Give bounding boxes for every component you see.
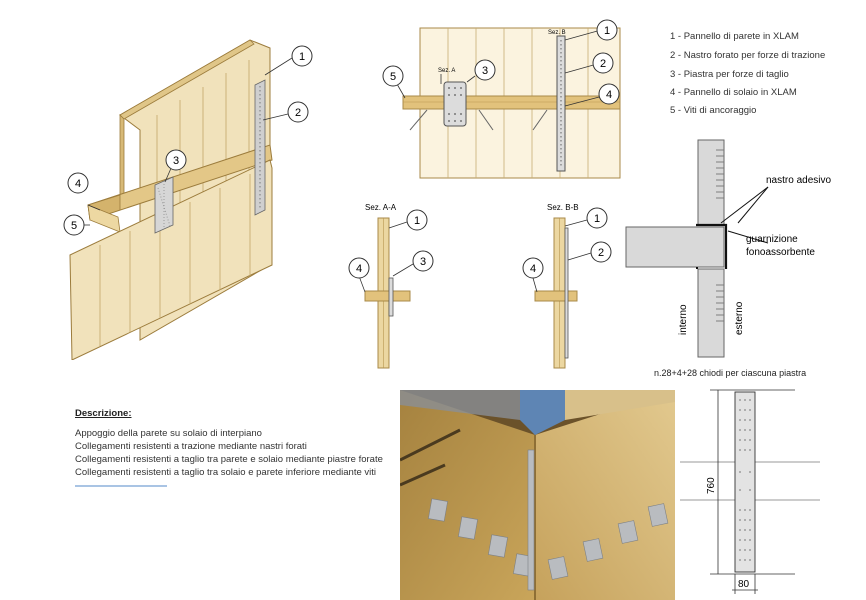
callout-number: 1	[594, 213, 600, 225]
perforated-tension-tape	[254, 79, 266, 216]
sec-aa-callout-3: 3	[412, 250, 434, 272]
callout-number: 5	[390, 71, 396, 83]
plate-width-dimension: 80	[738, 579, 750, 590]
faded-link-line	[75, 485, 167, 487]
legend-item-4: 4 - Pannello di solaio in XLAM	[670, 87, 797, 98]
floor-slab	[87, 144, 273, 233]
iso-callout-5: 5	[63, 214, 85, 236]
callout-number: 3	[420, 256, 426, 268]
lower-wall-panel	[69, 159, 273, 360]
description-line-4: Collegamenti resistenti a taglio tra sol…	[75, 467, 376, 478]
acoustic-joint-detail: nastro adesivo guarnizione fonoassorbent…	[625, 139, 831, 358]
section-bb-title: Sez. B-B	[547, 203, 579, 212]
label-adhesive-tape: nastro adesivo	[766, 175, 831, 186]
sec-bb-callout-2: 2	[590, 241, 612, 263]
description-line-2: Collegamenti resistenti a trazione media…	[75, 441, 307, 452]
legend-item-5: 5 - Viti di ancoraggio	[670, 105, 757, 116]
description-title: Descrizione:	[75, 408, 132, 419]
isometric-connection-drawing: 1 2 3 4 5	[63, 39, 313, 360]
plate-outline	[734, 391, 756, 573]
sec-bb-callout-4: 4	[522, 257, 544, 279]
iso-callout-3: 3	[165, 149, 187, 171]
section-bb-drawing: Sez. B-B 1 2 4	[522, 203, 612, 369]
callout-number: 1	[604, 25, 610, 37]
sec-aa-callout-1: 1	[406, 209, 428, 231]
elev-callout-1: 1	[596, 19, 618, 41]
elev-callout-2: 2	[592, 52, 614, 74]
legend-item-1: 1 - Pannello di parete in XLAM	[670, 31, 799, 42]
elev-callout-3: 3	[474, 59, 496, 81]
section-marker-b: Sez. B	[548, 30, 566, 36]
elev-callout-4: 4	[598, 83, 620, 105]
perforated-plate-drawing: 760 80	[680, 389, 820, 594]
callout-number: 4	[75, 178, 81, 190]
lower-wall-section	[697, 268, 725, 358]
callout-number: 4	[530, 263, 536, 275]
callout-number: 3	[173, 155, 179, 167]
section-aa-drawing: Sez. A-A 1 3 4	[348, 203, 434, 369]
callout-number: 4	[606, 89, 612, 101]
iso-callout-1: 1	[291, 45, 313, 67]
upper-wall-section	[697, 139, 725, 226]
callout-number: 4	[356, 263, 362, 275]
slab-section	[625, 226, 725, 268]
legend-item-2: 2 - Nastro forato per forze di trazione	[670, 50, 826, 61]
callout-number: 2	[598, 247, 604, 259]
label-exterior: esterno	[734, 301, 745, 335]
elevation-shear-plate	[443, 81, 467, 127]
nails-caption: n.28+4+28 chiodi per ciascuna piastra	[654, 368, 807, 378]
legend-item-3: 3 - Piastra per forze di taglio	[670, 69, 789, 80]
label-gasket-line1: guarnizione	[746, 234, 798, 245]
callout-number: 1	[414, 215, 420, 227]
callout-number: 1	[299, 51, 305, 63]
sec-bb-callout-1: 1	[586, 207, 608, 229]
callout-number: 3	[482, 65, 488, 77]
section-aa-title: Sez. A-A	[365, 203, 397, 212]
construction-photo	[400, 390, 675, 600]
sec-aa-callout-4: 4	[348, 257, 370, 279]
elevation-tension-tape	[556, 35, 566, 172]
elevation-floor-slab	[402, 95, 621, 110]
description-line-1: Appoggio della parete su solaio di inter…	[75, 428, 262, 439]
shear-plate	[154, 176, 174, 234]
iso-callout-2: 2	[287, 101, 309, 123]
callout-number: 2	[600, 58, 606, 70]
label-interior: interno	[678, 304, 689, 335]
section-marker-a: Sez. A	[438, 68, 455, 74]
plate-height-dimension: 760	[706, 477, 717, 494]
wall-elevation-drawing: Sez. A Sez. B 1 2 4 3 5	[382, 19, 621, 179]
iso-callout-4: 4	[67, 172, 89, 194]
label-gasket-line2: fonoassorbente	[746, 247, 815, 258]
description-line-3: Collegamenti resistenti a taglio tra par…	[75, 454, 383, 465]
callout-number: 5	[71, 220, 77, 232]
elev-callout-5: 5	[382, 65, 404, 87]
callout-number: 2	[295, 107, 301, 119]
iso-leader-lines	[80, 57, 293, 226]
